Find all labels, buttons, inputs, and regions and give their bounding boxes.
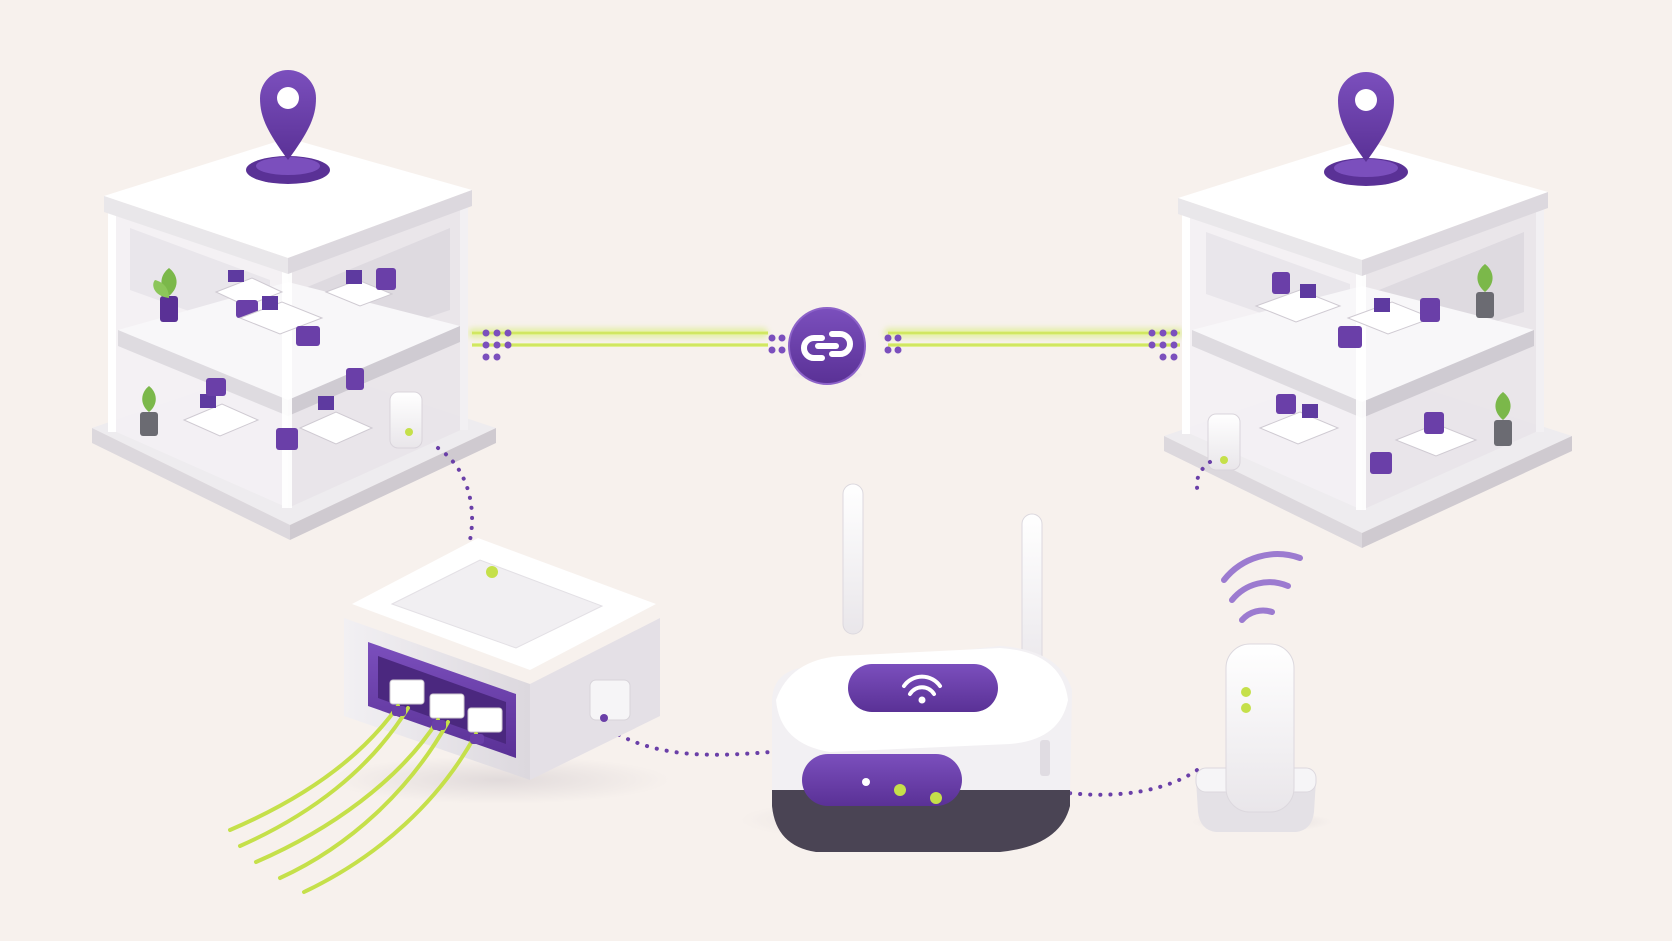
fiber-link-right (884, 328, 1184, 361)
office-desk (324, 268, 396, 307)
office-desk (1254, 272, 1342, 323)
wall-outlet (389, 391, 423, 449)
dotted-cable-terminal-to-router (608, 728, 772, 757)
plant-icon (153, 268, 178, 322)
wireless-extender (1192, 551, 1332, 832)
dotted-cable-right-building (1194, 460, 1212, 498)
office-desk (238, 296, 324, 346)
fiber-cables (228, 704, 478, 894)
fiber-link-left (468, 328, 786, 361)
wifi-router (740, 483, 1072, 852)
fiber-port (389, 679, 503, 733)
office-desk (1258, 394, 1340, 445)
location-pin-icon (246, 70, 330, 184)
office-desk (276, 368, 374, 450)
wifi-icon (902, 674, 942, 696)
plant-icon (1494, 392, 1512, 446)
wifi-badge (848, 664, 998, 712)
dotted-cable-router-to-extender (1058, 766, 1202, 797)
office-building-left (88, 70, 500, 540)
link-hub (788, 307, 866, 385)
dotted-cable-left-to-terminal (436, 446, 474, 542)
office-desk (1370, 412, 1478, 474)
location-pin-icon (1324, 72, 1408, 186)
office-building-right (1160, 72, 1576, 548)
link-icon (801, 331, 853, 361)
plant-icon (140, 386, 158, 436)
plant-icon (1476, 264, 1494, 318)
wifi-waves-icon (1221, 551, 1303, 623)
status-led-strip (802, 754, 962, 806)
office-desk (1338, 298, 1440, 348)
wall-outlet (1207, 413, 1241, 471)
fiber-terminal (228, 538, 670, 894)
office-desk (182, 378, 260, 437)
